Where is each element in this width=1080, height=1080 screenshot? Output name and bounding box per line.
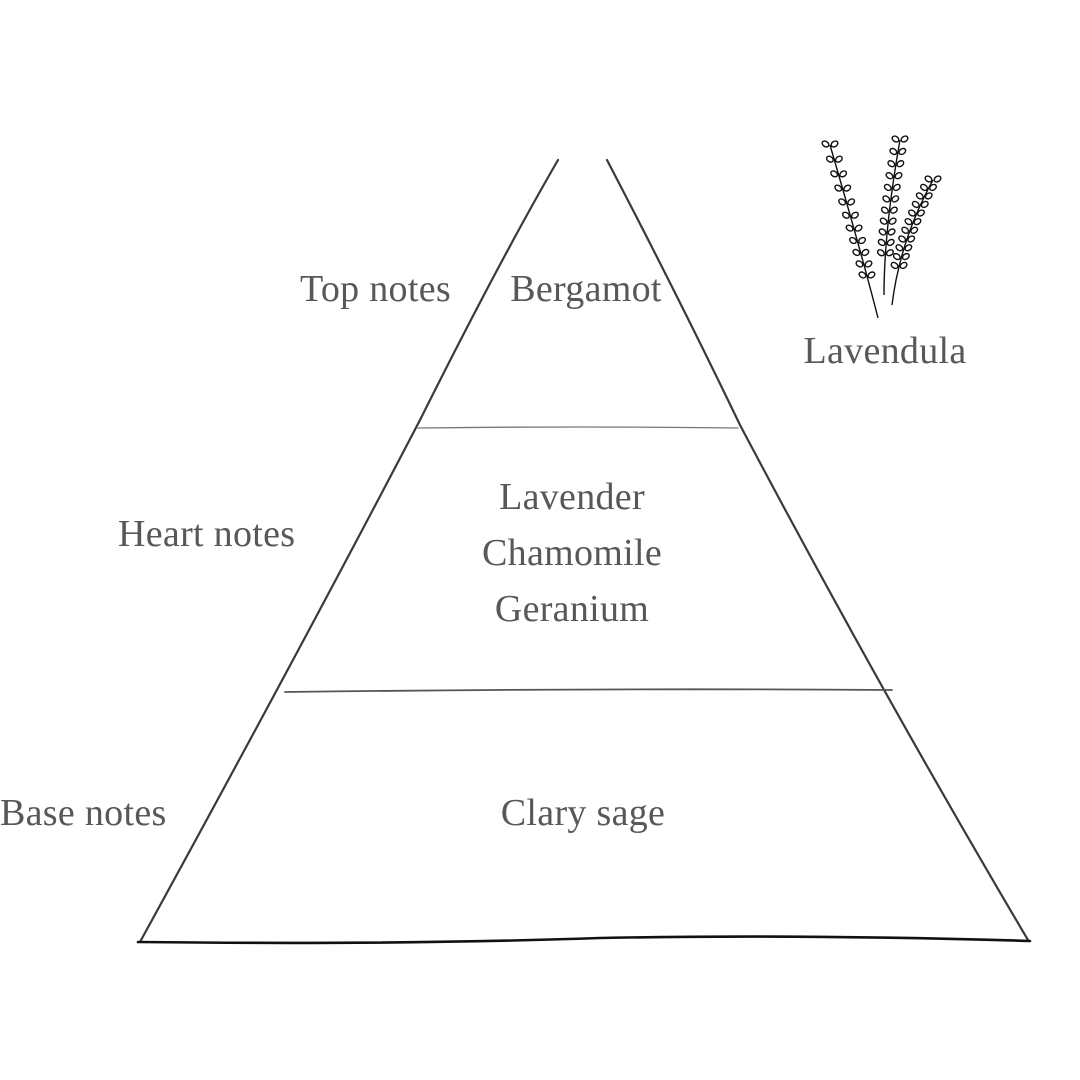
sprig-floret xyxy=(887,228,896,236)
sprig-floret xyxy=(855,260,864,268)
sprig-floret xyxy=(879,217,888,225)
top-ingredient: Bergamot xyxy=(510,268,662,310)
sprig-floret xyxy=(845,224,854,232)
sprig-floret xyxy=(834,155,843,163)
sprig-floret xyxy=(883,183,892,192)
sprig-floret xyxy=(904,217,913,226)
sprig-floret xyxy=(849,236,858,245)
sprig-floret xyxy=(867,271,876,279)
sprig-floret xyxy=(821,140,830,148)
sprig-floret xyxy=(887,160,896,168)
sprig-floret xyxy=(899,261,908,270)
sprig-floret xyxy=(830,140,839,148)
lavender-sprig-icon xyxy=(821,135,942,319)
sprig-floret xyxy=(890,261,899,270)
sprig-floret xyxy=(907,209,916,217)
heart-ingredient: Lavender xyxy=(499,476,645,518)
sprig-floret xyxy=(928,183,938,192)
sprig-floret xyxy=(886,238,895,247)
sprig-floret xyxy=(852,248,861,257)
sprig-floret xyxy=(900,135,909,143)
heart-notes-label: Heart notes xyxy=(118,513,296,555)
sprig-floret xyxy=(924,192,933,200)
sprig-stem xyxy=(891,179,934,306)
sprig-floret xyxy=(864,260,873,268)
plant-name: Lavendula xyxy=(803,330,967,372)
sprig-floret xyxy=(889,206,898,214)
sprig-floret xyxy=(830,170,839,178)
sprig-floret xyxy=(850,211,859,219)
sprig-floret xyxy=(924,175,933,183)
sprig-floret xyxy=(898,235,907,243)
heart-ingredient: Geranium xyxy=(494,588,650,630)
sprig-floret xyxy=(888,217,897,225)
top-notes-label: Top notes xyxy=(300,268,451,310)
sprig-floret xyxy=(882,195,891,203)
sprig-floret xyxy=(876,249,885,257)
sprig-floret xyxy=(880,206,889,214)
sprig-floret xyxy=(915,192,924,200)
sprig-stem xyxy=(883,139,901,296)
base-ingredient: Clary sage xyxy=(500,792,666,834)
top-heart-divider xyxy=(417,426,739,429)
sprig-floret xyxy=(843,184,852,192)
sprig-floret xyxy=(916,209,925,217)
sprig-floret xyxy=(825,155,834,163)
sprig-floret xyxy=(839,170,848,178)
sprig-floret xyxy=(892,252,901,261)
sprig-floret xyxy=(858,236,867,245)
sprig-floret xyxy=(910,226,919,234)
heart-base-divider xyxy=(284,688,893,693)
sprig-floret xyxy=(861,248,870,257)
sprig-floret xyxy=(898,147,907,156)
sprig-floret xyxy=(854,224,863,232)
sprig-floret xyxy=(894,172,903,180)
sprig-floret xyxy=(838,198,847,206)
sprig-floret xyxy=(919,183,929,192)
sprig-stem xyxy=(829,144,879,319)
heart-ingredient: Chamomile xyxy=(481,532,663,574)
sprig-floret xyxy=(895,244,904,252)
sprig-floret xyxy=(933,175,942,183)
sprig-floret xyxy=(920,200,929,209)
sprig-floret xyxy=(896,160,905,168)
sprig-floret xyxy=(889,147,898,156)
sprig-floret xyxy=(904,244,913,252)
sprig-floret xyxy=(877,238,886,247)
sprig-floret xyxy=(847,198,856,206)
pyramid-base-line xyxy=(136,935,1032,945)
sprig-floret xyxy=(878,228,887,236)
sprig-floret xyxy=(891,195,900,203)
sprig-floret xyxy=(907,235,916,243)
sprig-floret xyxy=(901,252,910,261)
sprig-floret xyxy=(891,135,900,143)
sprig-floret xyxy=(911,200,920,209)
sprig-floret xyxy=(885,172,894,180)
sprig-floret xyxy=(892,183,901,192)
sprig-floret xyxy=(858,271,867,279)
pyramid-right-edge xyxy=(605,158,1030,942)
sprig-floret xyxy=(913,217,922,226)
sprig-floret xyxy=(901,226,910,234)
sprig-floret xyxy=(841,211,850,219)
pyramid-left-edge xyxy=(138,158,560,944)
base-notes-label: Base notes xyxy=(0,792,167,834)
sprig-floret xyxy=(885,249,894,257)
sprig-floret xyxy=(834,184,843,192)
